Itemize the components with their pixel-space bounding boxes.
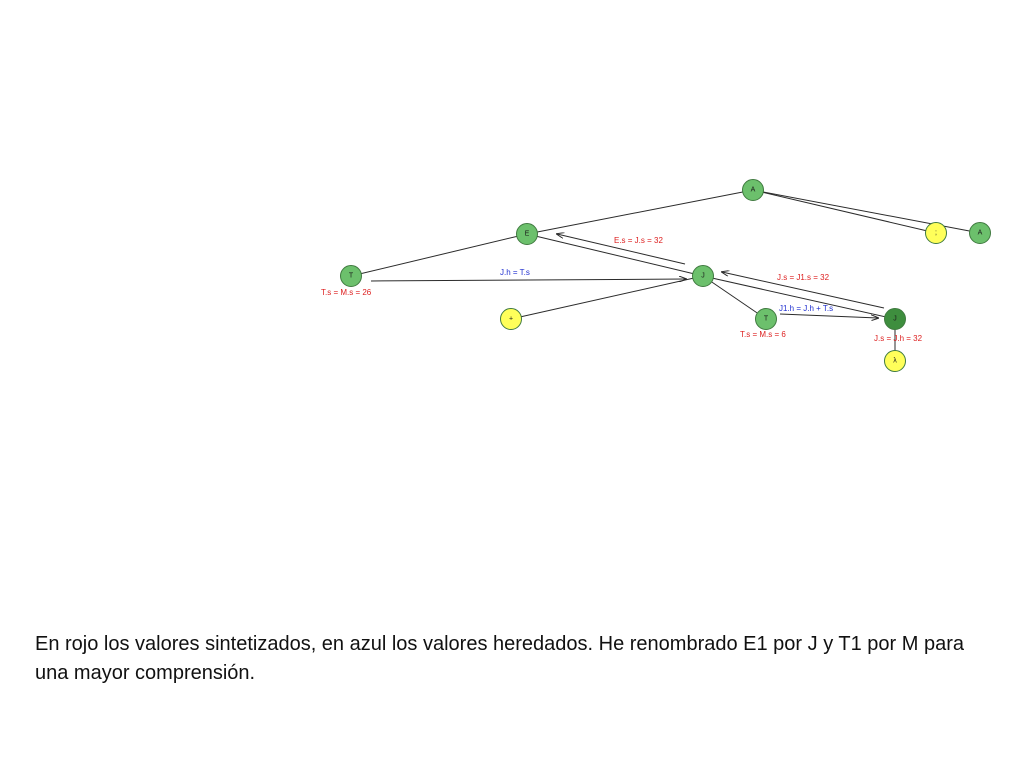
edge-e-t	[350, 233, 528, 277]
label-j1h-inherited: J1.h = J.h + T.s	[779, 304, 833, 313]
label-es-synthesized: E.s = J.s = 32	[614, 236, 663, 245]
node-lambda: λ	[884, 350, 906, 372]
edge-j-plus	[510, 275, 704, 320]
tree-edges	[350, 189, 981, 361]
label-js-j1s-synthesized: J.s = J1.s = 32	[777, 273, 830, 282]
label-ts-left-synthesized: T.s = M.s = 26	[321, 288, 372, 297]
edge-a-e	[526, 189, 754, 235]
node-e: E	[516, 223, 538, 245]
node-semicolon: ;	[925, 222, 947, 244]
node-j-right: J	[884, 308, 906, 330]
attribute-arrows	[370, 234, 885, 318]
node-semicolon-label: ;	[935, 230, 937, 237]
arrow-ts-to-jh	[370, 279, 686, 281]
slide-caption: En rojo los valores sintetizados, en azu…	[35, 633, 965, 684]
node-t-left-label: T	[349, 273, 354, 280]
label-ts-mid-synthesized: T.s = M.s = 6	[740, 330, 786, 339]
node-a-root-label: A	[751, 187, 756, 194]
node-t-mid: T	[755, 308, 777, 330]
node-a-right-label: A	[978, 230, 983, 237]
node-plus-label: +	[509, 316, 513, 323]
edge-a-a	[752, 189, 981, 234]
edge-j-t	[702, 275, 767, 320]
node-plus: +	[500, 308, 522, 330]
node-j-right-label: J	[893, 316, 897, 323]
node-t-mid-label: T	[764, 316, 769, 323]
node-a-right: A	[969, 222, 991, 244]
edge-e-j	[526, 233, 704, 277]
node-lambda-label: λ	[893, 358, 897, 365]
edge-a-semicolon	[752, 189, 937, 234]
arrow-j1s-to-js	[722, 272, 885, 309]
node-a-root: A	[742, 179, 764, 201]
attribute-tree-diagram: A E ; A T J + T J λ E.s = J.s = 32 T.s =…	[321, 179, 991, 372]
arrow-js-to-es	[557, 234, 686, 265]
node-j-mid: J	[692, 265, 714, 287]
label-js-jh-synthesized: J.s = J.h = 32	[874, 334, 923, 343]
node-e-label: E	[525, 231, 530, 238]
arrow-to-j1h	[779, 313, 878, 318]
node-t-left: T	[340, 265, 362, 287]
edge-j-j	[702, 275, 896, 320]
node-j-mid-label: J	[701, 273, 705, 280]
label-jh-inherited: J.h = T.s	[500, 268, 530, 277]
